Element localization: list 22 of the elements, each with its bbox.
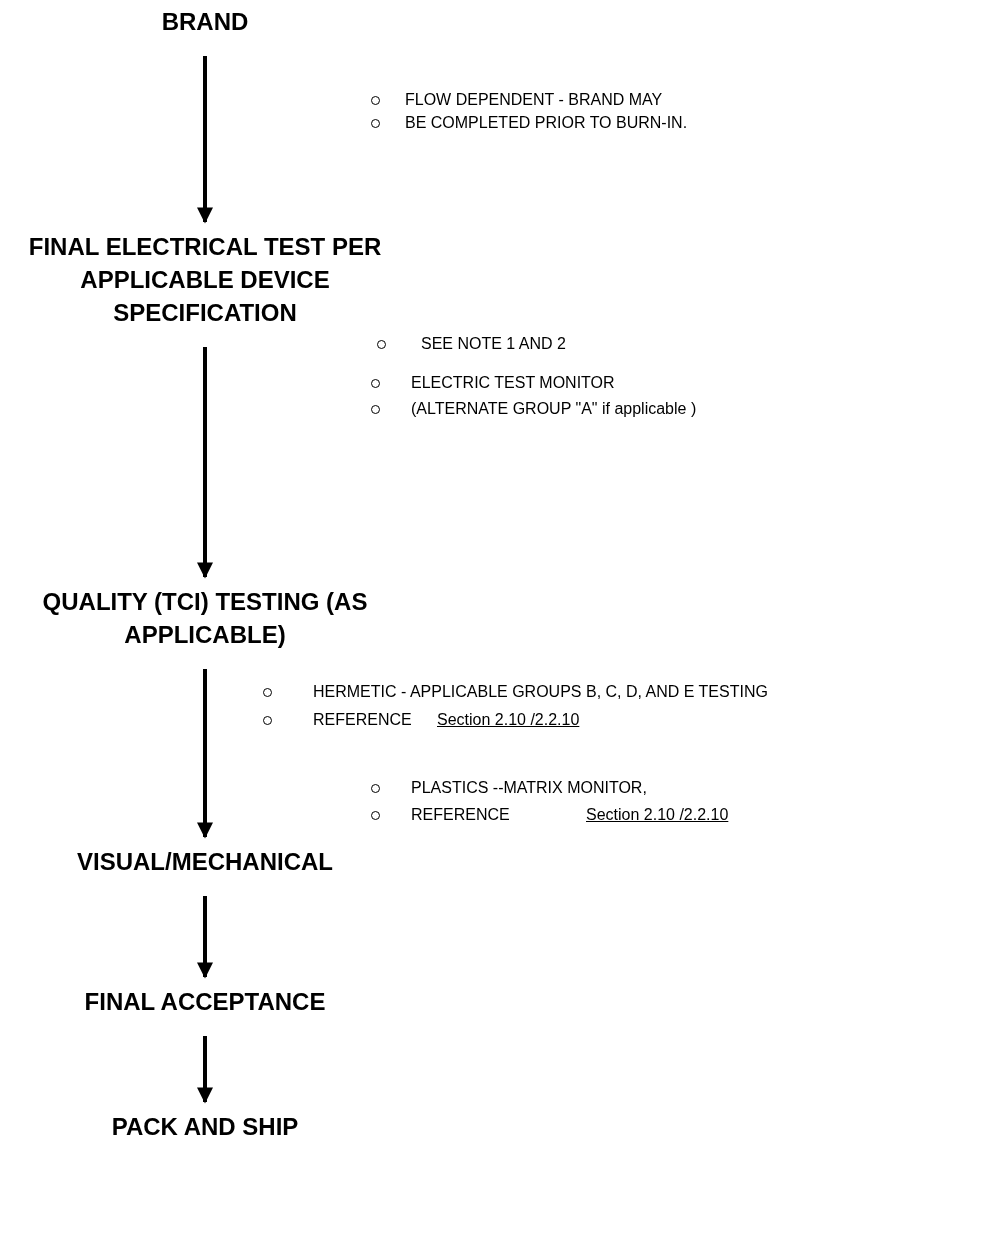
step-title: FINAL ELECTRICAL TEST PER APPLICABLE DEVICE SPECIFICATION — [12, 230, 398, 329]
note-text: FLOW DEPENDENT - BRAND MAY — [405, 90, 663, 110]
note-text: PLASTICS --MATRIX MONITOR, — [411, 778, 647, 798]
note-text: Section 2.10 /2.2.10 — [586, 805, 729, 825]
arrow — [197, 1036, 213, 1104]
note-text: ELECTRIC TEST MONITOR — [411, 373, 615, 393]
arrow — [197, 669, 213, 839]
note-text: (ALTERNATE GROUP "A" if applicable ) — [411, 399, 697, 419]
step-title: BRAND — [105, 5, 305, 38]
step-title: FINAL ACCEPTANCE — [5, 985, 405, 1018]
note-text: REFERENCE — [411, 805, 510, 825]
step-title: QUALITY (TCI) TESTING (AS APPLICABLE) — [20, 585, 390, 651]
arrow — [197, 56, 213, 224]
step-title: VISUAL/MECHANICAL — [5, 845, 405, 878]
arrow — [197, 347, 213, 579]
note-text: REFERENCE — [313, 710, 412, 730]
step-title: PACK AND SHIP — [5, 1110, 405, 1143]
arrow — [197, 896, 213, 979]
note-text: Section 2.10 /2.2.10 — [437, 710, 580, 730]
note-text: BE COMPLETED PRIOR TO BURN-IN. — [405, 113, 688, 133]
note-text: SEE NOTE 1 AND 2 — [421, 334, 566, 354]
note-text: HERMETIC - APPLICABLE GROUPS B, C, D, AND E TESTING — [313, 682, 768, 702]
